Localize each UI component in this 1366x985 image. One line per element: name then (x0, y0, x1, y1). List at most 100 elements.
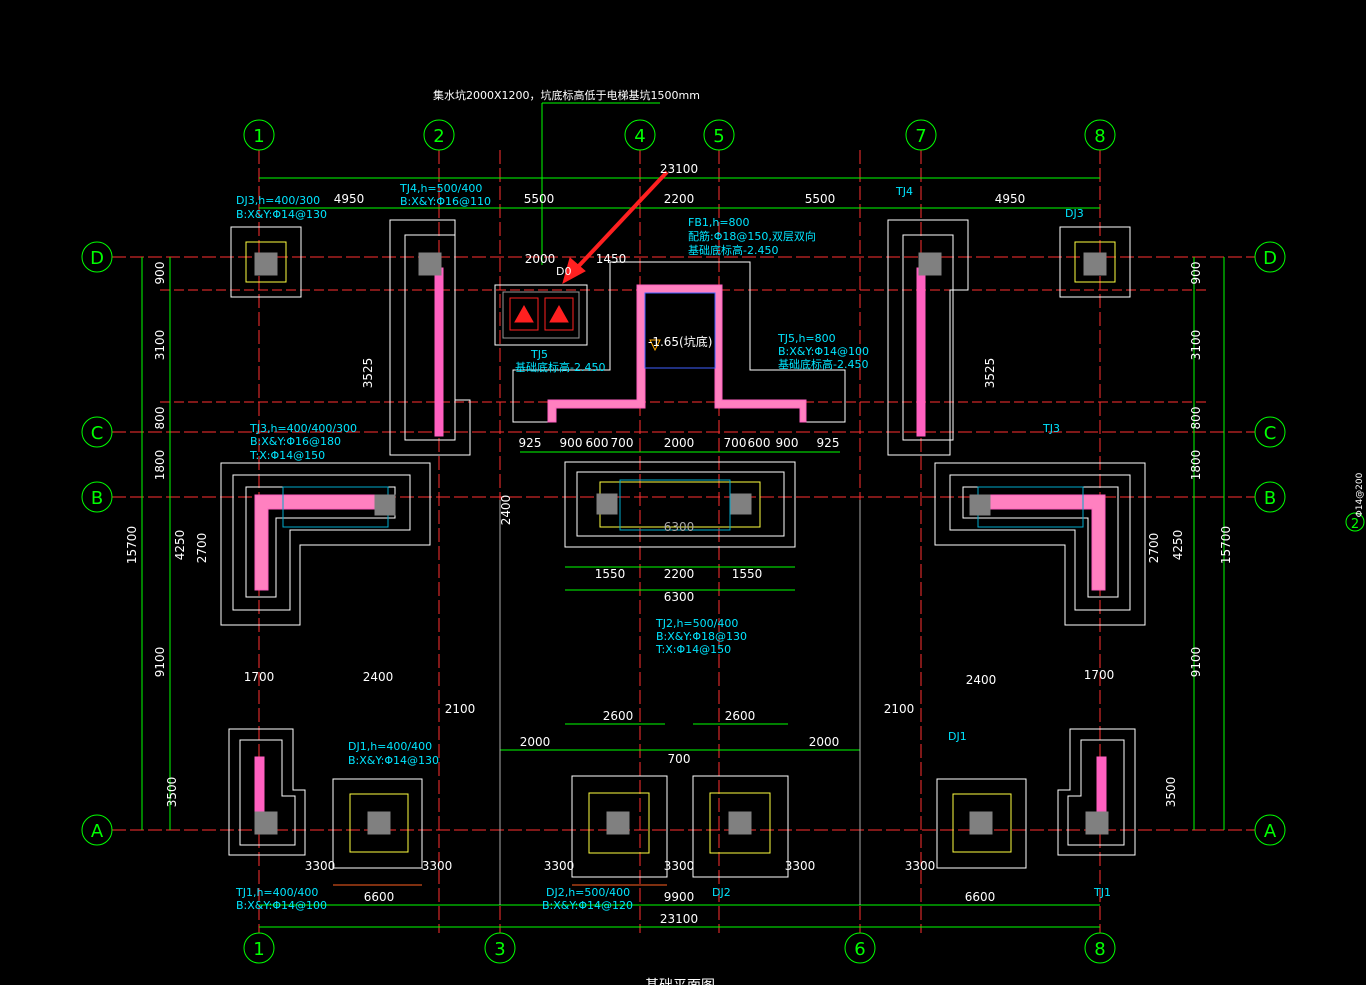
footing-tj4-left-outer (389, 219, 471, 456)
footing-tj3-right-outer (934, 462, 1146, 626)
axis-bubble-bottom-8 (1084, 932, 1116, 964)
dim-left-seg-2: 3100 (153, 330, 167, 361)
axis-label-bottom-1: 1 (253, 939, 264, 960)
dim-3300-f: 3300 (905, 859, 936, 873)
dim-bottom-seg-2: 9900 (664, 890, 695, 904)
axis-bubble-top-5 (703, 119, 735, 151)
footing-dj3-right-outer (1059, 226, 1131, 298)
footing-tj3-left-outer (220, 462, 431, 626)
sump-note: 集水坑2000X1200，坑底标高低于电梯基坑1500mm (433, 88, 700, 102)
column-dj3-left (254, 252, 278, 276)
horizontal-dimensions: 2000 1450 925 900 600 700 2000 700 600 9… (244, 252, 1115, 873)
dim-6300-inner: 6300 (664, 520, 695, 534)
dim-1700-l: 1700 (244, 670, 275, 684)
side-note: Φ14@200 (1355, 472, 1365, 517)
column-dj2-right (728, 811, 752, 835)
label-tj5-rebar: B:X&Y:Φ14@100 (778, 345, 869, 358)
dim-3500-left: 3500 (165, 777, 179, 808)
axis-label-left-D: D (90, 248, 104, 269)
dim-1550-a: 1550 (595, 567, 626, 581)
axis-label-bottom-3: 3 (494, 939, 505, 960)
column-dj1-left (367, 811, 391, 835)
dim-2400-center-vert: 2400 (499, 495, 513, 526)
label-tj3: TJ3,h=400/400/300 (249, 422, 357, 435)
dim-left-seg-1: 900 (153, 262, 167, 285)
footing-tj2-mid (576, 471, 785, 537)
axis-bubble-top-8 (1084, 119, 1116, 151)
sump-hatch (502, 291, 580, 339)
axis-label-top-7: 7 (915, 126, 926, 147)
label-tj5-left-elev: 基础底标高-2.450 (515, 360, 605, 374)
axis-label-top-8: 8 (1094, 126, 1105, 147)
dim-top-seg-4: 5500 (805, 192, 836, 206)
footing-tj3-left-inner (245, 486, 396, 598)
label-tj4-rebar: B:X&Y:Φ16@110 (400, 195, 491, 208)
pit-blue-outline (644, 292, 716, 369)
column-tj3-right (969, 494, 991, 516)
dim-right-seg-3: 800 (1189, 407, 1203, 430)
axis-bubble-right-C (1254, 416, 1286, 448)
label-dj2-rebar: B:X&Y:Φ14@120 (542, 899, 633, 912)
column-tj3-left (374, 494, 396, 516)
dim-3525-left: 3525 (361, 358, 375, 389)
axis-bubble-right-D (1254, 241, 1286, 273)
dim-2700-left: 2700 (195, 533, 209, 564)
footing-dj2-right-outer (692, 775, 789, 878)
dim-700-bottom: 700 (668, 752, 691, 766)
sump-pit-box (494, 284, 588, 346)
footing-tj3-right-mid (949, 474, 1131, 611)
axis-bubble-bottom-1 (243, 932, 275, 964)
sump-pump-left (509, 297, 539, 331)
dim-4250-left: 4250 (173, 530, 187, 561)
axis-bubble-bottom-6 (844, 932, 876, 964)
axis-bubble-top-1 (243, 119, 275, 151)
column-tj2-left (596, 493, 618, 515)
label-tj4-right: TJ4 (895, 185, 913, 198)
footing-tj3-right-inner (962, 486, 1119, 598)
dim-2400-r: 2400 (966, 673, 997, 687)
column-tj4-left (418, 252, 442, 276)
footing-dj2-left-inner (588, 792, 650, 854)
footing-tj1-left-inner (239, 739, 296, 846)
overall-dimensions: 23100 4950 5500 2200 5500 4950 23100 660… (334, 162, 1026, 926)
footing-tj2-outer (564, 461, 796, 548)
footing-tj1-left-outer (228, 728, 306, 856)
side-axis-label: 2 (1351, 517, 1359, 532)
dim-2000-l: 2000 (520, 735, 551, 749)
label-tj2-rebar-t: T:X:Φ14@150 (655, 643, 731, 656)
axis-label-top-1: 1 (253, 126, 264, 147)
dim-total-top: 23100 (660, 162, 698, 176)
dim-600-right: 600 (748, 436, 771, 450)
column-tj1-right (1085, 811, 1109, 835)
label-tj1: TJ1,h=400/400 (235, 886, 318, 899)
dim-bottom-seg-1: 6600 (364, 890, 395, 904)
axis-label-bottom-8: 8 (1094, 939, 1105, 960)
label-fb1-rebar: 配筋:Φ18@150,双层双向 (688, 229, 816, 243)
callout-arrow-shaft (573, 170, 669, 272)
axis-label-right-C: C (1264, 423, 1277, 444)
dim-1700-r: 1700 (1084, 668, 1115, 682)
side-axis-bubble (1345, 512, 1365, 532)
sump-pump-right (544, 297, 574, 331)
pump-icon-left (514, 304, 534, 323)
label-tj3-rebar-t: T:X:Φ14@150 (249, 449, 325, 462)
axis-label-top-4: 4 (634, 126, 645, 147)
pump-icon-right (549, 304, 569, 323)
axis-bubble-left-A (81, 814, 113, 846)
label-tj1-right: TJ1 (1093, 886, 1111, 899)
footing-dj2-left-outer (571, 775, 668, 878)
axis-bubble-left-D (81, 241, 113, 273)
dim-2000-center: 2000 (664, 436, 695, 450)
dim-2100-l: 2100 (445, 702, 476, 716)
pit-wall (547, 284, 807, 423)
dim-left-seg-5: 9100 (153, 647, 167, 678)
footing-dj1-left-inner (349, 793, 409, 853)
dim-925-right: 925 (817, 436, 840, 450)
footing-dj1-left-outer (332, 778, 423, 869)
axis-label-right-D: D (1263, 248, 1277, 269)
dim-900-right: 900 (776, 436, 799, 450)
axis-bubble-right-A (1254, 814, 1286, 846)
elevation-marker (649, 339, 661, 352)
vertical-dimensions: 15700 900 3100 800 1800 9100 15700 900 3… (125, 262, 1233, 808)
footing-dj3-right-inner (1074, 241, 1116, 283)
